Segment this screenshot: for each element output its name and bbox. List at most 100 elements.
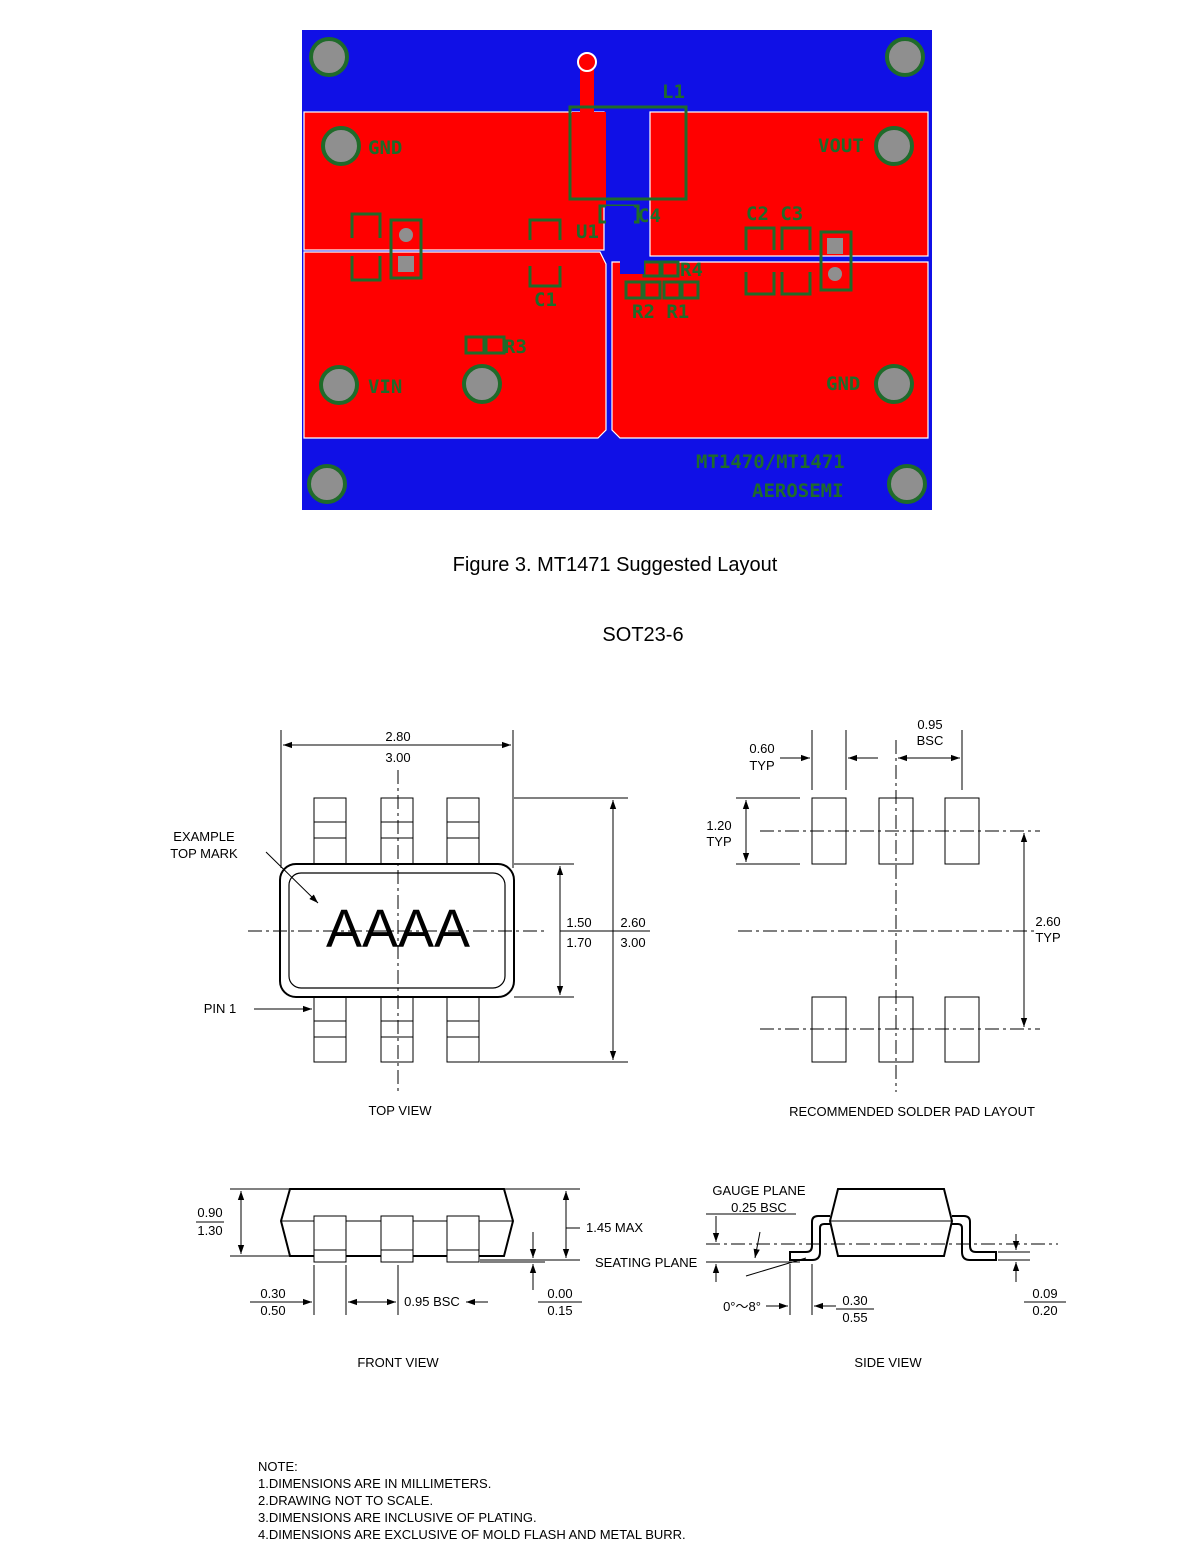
silk-c3 bbox=[780, 226, 812, 296]
test-point-gnd-right bbox=[874, 364, 914, 404]
front-standoff-max: 0.15 bbox=[547, 1303, 572, 1318]
side-view bbox=[706, 1188, 1058, 1315]
pad-length-note: TYP bbox=[706, 834, 731, 849]
top-mark-arrow bbox=[265, 851, 319, 904]
angle-line bbox=[745, 1257, 807, 1277]
package-title: SOT23-6 bbox=[602, 624, 683, 646]
copper-gnd-right bbox=[611, 261, 929, 439]
side-thickness-min: 0.09 bbox=[1032, 1286, 1057, 1301]
side-view-labels: GAUGE PLANE 0.25 BSC 0°～8° 0.30 0.55 0.0… bbox=[712, 1183, 1066, 1370]
top-width-min: 2.80 bbox=[385, 729, 410, 744]
top-pin1-label: PIN 1 bbox=[204, 1001, 237, 1016]
side-thickness-max: 0.20 bbox=[1032, 1303, 1057, 1318]
top-example-label-1: EXAMPLE bbox=[173, 829, 235, 844]
test-point-extra bbox=[462, 364, 502, 404]
header-pins bbox=[398, 228, 843, 281]
u1-body bbox=[618, 226, 648, 252]
silk-r2r1: R2 R1 bbox=[632, 301, 689, 323]
front-view-label: FRONT VIEW bbox=[357, 1355, 439, 1370]
pad-layout-label: RECOMMENDED SOLDER PAD LAYOUT bbox=[789, 1104, 1035, 1119]
top-example-label-2: TOP MARK bbox=[170, 846, 238, 861]
copper-pours bbox=[303, 60, 929, 439]
pcb-via-top bbox=[577, 52, 597, 72]
top-leads bbox=[313, 797, 480, 1063]
front-height-min: 0.90 bbox=[197, 1205, 222, 1220]
side-foot-max: 0.55 bbox=[842, 1310, 867, 1325]
test-point-vout bbox=[874, 126, 914, 166]
front-standoff-min: 0.00 bbox=[547, 1286, 572, 1301]
side-view-label: SIDE VIEW bbox=[854, 1355, 922, 1370]
pad-length-value: 1.20 bbox=[706, 818, 731, 833]
gauge-plane-label: GAUGE PLANE bbox=[712, 1183, 806, 1198]
gauge-plane-value: 0.25 BSC bbox=[731, 1200, 787, 1215]
pad-width-value: 0.60 bbox=[749, 741, 774, 756]
silk-l1: L1 bbox=[662, 81, 685, 103]
u1-pad bbox=[606, 206, 634, 226]
silk-vin: VIN bbox=[368, 376, 402, 398]
front-max-height: 1.45 MAX bbox=[586, 1220, 643, 1235]
silk-u1: U1 bbox=[576, 221, 599, 243]
front-view-labels: 0.90 1.30 1.45 MAX SEATING PLANE 0.30 0.… bbox=[196, 1205, 698, 1370]
silk-vout: VOUT bbox=[818, 135, 864, 157]
trace-top bbox=[580, 60, 594, 116]
pad-layout-labels: 0.95 BSC 0.60 TYP 1.20 TYP 2.60 TYP RECO… bbox=[706, 717, 1060, 1119]
silk-r3: R3 bbox=[504, 336, 527, 358]
silk-brand: AEROSEMI bbox=[752, 480, 844, 502]
front-pitch: 0.95 BSC bbox=[404, 1294, 460, 1309]
note-item-2: 2.DRAWING NOT TO SCALE. bbox=[258, 1493, 434, 1508]
pad-layout bbox=[736, 730, 1040, 1092]
smd-pads bbox=[606, 206, 648, 274]
side-foot-min: 0.30 bbox=[842, 1293, 867, 1308]
copper-switch-node bbox=[572, 112, 606, 206]
right-header-pin1 bbox=[827, 238, 843, 254]
silk-r4: R4 bbox=[680, 259, 703, 281]
note-item-4: 4.DIMENSIONS ARE EXCLUSIVE OF MOLD FLASH… bbox=[258, 1527, 686, 1542]
note-item-1: 1.DIMENSIONS ARE IN MILLIMETERS. bbox=[258, 1476, 492, 1491]
top-body-min: 1.50 bbox=[566, 915, 591, 930]
right-header-pin2 bbox=[828, 267, 842, 281]
figure-caption: Figure 3. MT1471 Suggested Layout bbox=[453, 554, 778, 576]
silk-gnd-right: GND bbox=[826, 373, 860, 395]
top-view-labels: 2.80 3.00 EXAMPLE TOP MARK AAAA 1.50 1.7… bbox=[170, 729, 645, 1118]
side-body bbox=[828, 1188, 954, 1257]
pad-width-note: TYP bbox=[749, 758, 774, 773]
silk-c1: C1 bbox=[534, 289, 557, 311]
silk-r4-b bbox=[660, 260, 680, 278]
top-view-label: TOP VIEW bbox=[368, 1103, 432, 1118]
front-height-max: 1.30 bbox=[197, 1223, 222, 1238]
silk-r3-a bbox=[464, 335, 486, 355]
silk-c2c3: C2 C3 bbox=[746, 203, 803, 225]
pcb-layout: L1 GND VOUT C4 C2 C3 U1 R4 C1 R2 R1 R3 V… bbox=[302, 30, 932, 510]
front-leads bbox=[313, 1215, 480, 1263]
silk-gnd-left: GND bbox=[368, 137, 402, 159]
silk-part-number: MT1470/MT1471 bbox=[696, 451, 845, 473]
front-lead-min: 0.30 bbox=[260, 1286, 285, 1301]
pad-pitch-note: BSC bbox=[917, 733, 944, 748]
top-mark-text: AAAA bbox=[326, 899, 470, 959]
silk-left-cap bbox=[350, 212, 382, 282]
side-angle: 0°～8° bbox=[723, 1299, 761, 1314]
silk-outlines bbox=[350, 105, 853, 355]
silk-r2-b bbox=[642, 280, 662, 300]
test-point-vin bbox=[319, 365, 359, 405]
mounting-hole-tl bbox=[309, 37, 349, 77]
pad-pitch-value: 0.95 bbox=[917, 717, 942, 732]
top-body-max: 1.70 bbox=[566, 935, 591, 950]
pad-span-value: 2.60 bbox=[1035, 914, 1060, 929]
silk-c2 bbox=[744, 226, 776, 296]
silk-r3-b bbox=[484, 335, 506, 355]
mounting-hole-tr bbox=[885, 37, 925, 77]
notes: NOTE: 1.DIMENSIONS ARE IN MILLIMETERS. 2… bbox=[258, 1458, 686, 1543]
left-header-pin2 bbox=[398, 256, 414, 272]
silk-r1-a bbox=[662, 280, 682, 300]
left-header-pin1 bbox=[399, 228, 413, 242]
mounting-hole-br bbox=[887, 464, 927, 504]
mounting-hole-bl bbox=[307, 464, 347, 504]
copper-vin bbox=[303, 251, 607, 439]
silk-r1-b bbox=[680, 280, 700, 300]
pad-span-note: TYP bbox=[1035, 930, 1060, 945]
notes-title: NOTE: bbox=[258, 1459, 298, 1474]
silk-c1 bbox=[528, 218, 562, 288]
silk-l1-outline bbox=[568, 105, 688, 201]
pcb-holes bbox=[307, 37, 927, 504]
